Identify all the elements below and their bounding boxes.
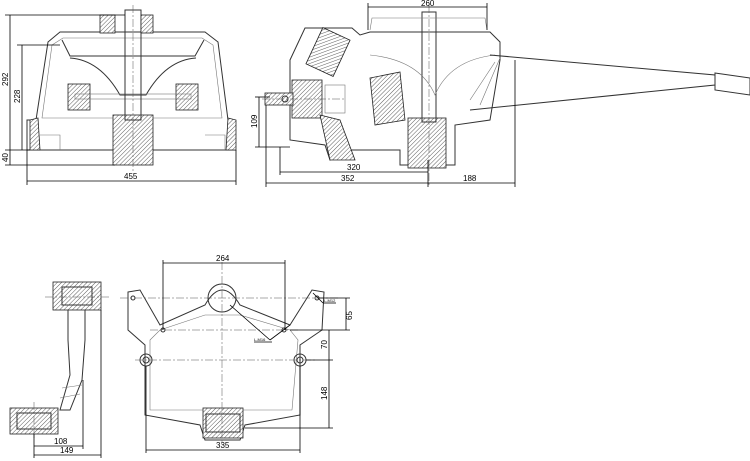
dim-264: 264 xyxy=(216,254,230,263)
dim-149: 149 xyxy=(60,446,74,455)
dim-188: 188 xyxy=(463,174,477,183)
dim-320: 320 xyxy=(347,163,361,172)
dim-108: 108 xyxy=(54,437,68,446)
side-view-dimensions: 260 109 320 352 188 xyxy=(250,0,516,187)
side-view xyxy=(262,5,750,185)
bracket-dimensions: 108 149 xyxy=(33,310,102,458)
front-view xyxy=(26,5,237,172)
bracket-side-view xyxy=(9,281,110,440)
dim-335: 335 xyxy=(216,441,230,450)
frame-dimensions: 264 65 70 148 335 L-M12 L-M16 xyxy=(145,254,354,453)
dim-70: 70 xyxy=(320,340,329,349)
dim-352: 352 xyxy=(341,174,355,183)
dim-228: 228 xyxy=(13,89,22,103)
dim-148: 148 xyxy=(320,386,329,400)
dim-65: 65 xyxy=(345,311,354,320)
hole-note-upper: L-M12 xyxy=(324,298,336,303)
frame-plan-view xyxy=(120,262,340,445)
dim-455: 455 xyxy=(124,172,138,181)
dim-260: 260 xyxy=(421,0,435,8)
front-view-dimensions: 292 228 40 455 xyxy=(1,14,237,185)
hole-note-lower: L-M16 xyxy=(254,337,266,342)
dim-40: 40 xyxy=(1,153,10,162)
dim-292: 292 xyxy=(1,72,10,86)
dim-109: 109 xyxy=(250,114,259,128)
